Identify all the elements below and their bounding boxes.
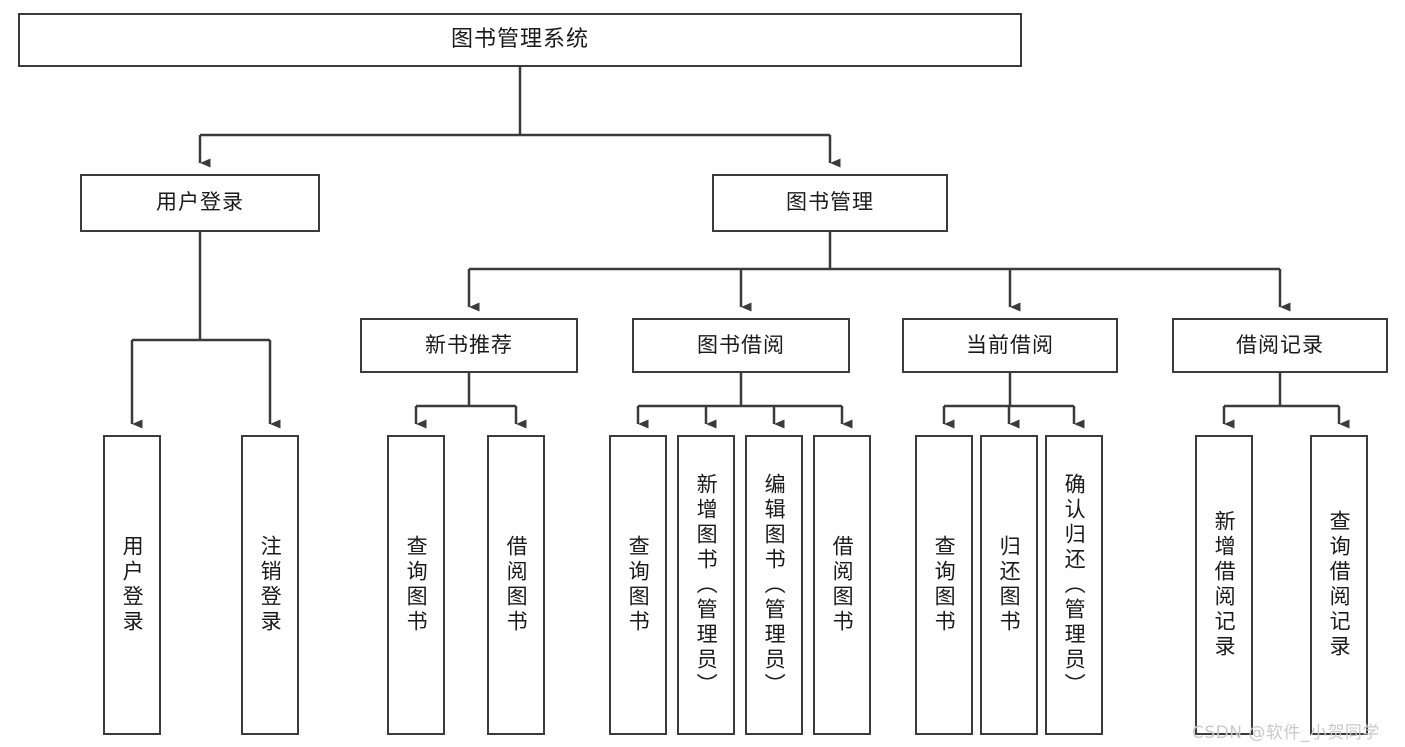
csdn-watermark: CSDN @软件_小贺同学: [1192, 723, 1380, 743]
node-book-manage[interactable]: 图书管理: [712, 174, 948, 232]
leaf-user-logout[interactable]: 注销登录: [241, 435, 299, 735]
leaf-edit-book[interactable]: 编辑图书（管理员）: [745, 435, 803, 735]
node-book-borrow[interactable]: 图书借阅: [632, 318, 850, 373]
node-user-login[interactable]: 用户登录: [80, 174, 320, 232]
leaf-query-book-3[interactable]: 查询图书: [915, 435, 973, 735]
leaf-query-book-1[interactable]: 查询图书: [387, 435, 445, 735]
leaf-user-login[interactable]: 用户登录: [103, 435, 161, 735]
node-borrow-record[interactable]: 借阅记录: [1172, 318, 1388, 373]
node-current-borrow[interactable]: 当前借阅: [902, 318, 1118, 373]
leaf-return-book[interactable]: 归还图书: [980, 435, 1038, 735]
leaf-confirm-return[interactable]: 确认归还（管理员）: [1045, 435, 1103, 735]
leaf-query-borrow-record[interactable]: 查询借阅记录: [1310, 435, 1368, 735]
leaf-query-book-2[interactable]: 查询图书: [609, 435, 667, 735]
leaf-add-book[interactable]: 新增图书（管理员）: [677, 435, 735, 735]
leaf-add-borrow-record[interactable]: 新增借阅记录: [1195, 435, 1253, 735]
node-root-system[interactable]: 图书管理系统: [18, 13, 1022, 67]
leaf-borrow-book-1[interactable]: 借阅图书: [487, 435, 545, 735]
leaf-borrow-book-2[interactable]: 借阅图书: [813, 435, 871, 735]
node-new-book-recommend[interactable]: 新书推荐: [360, 318, 578, 373]
